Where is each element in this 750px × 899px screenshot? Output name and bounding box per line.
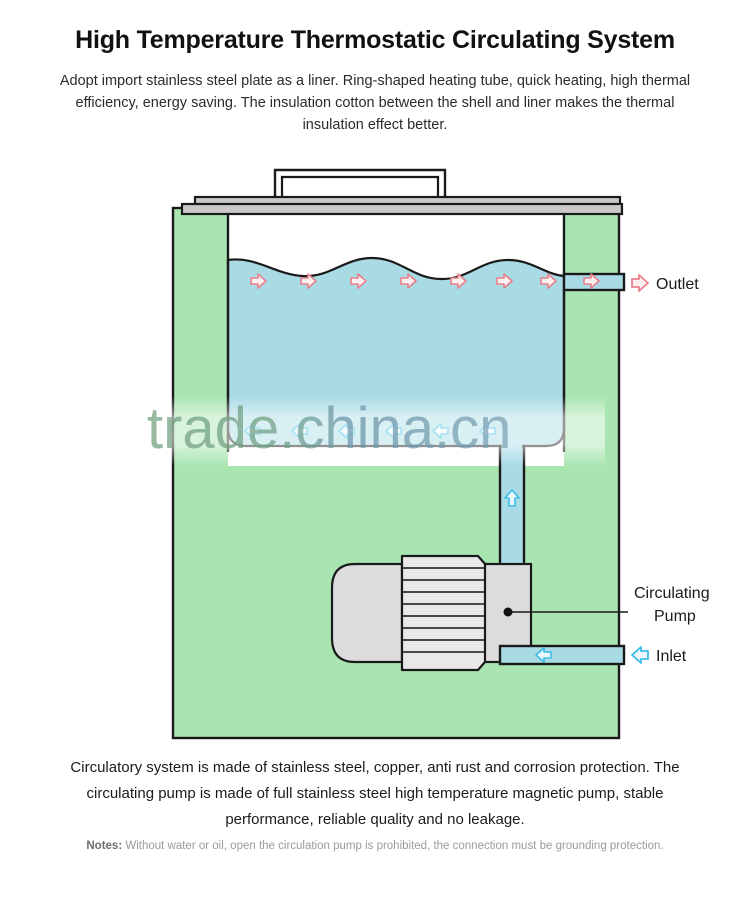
pump-motor-fin-barrel: [400, 554, 487, 672]
pump-motor-fins: [403, 567, 484, 653]
riser-pipe-join: [502, 442, 522, 452]
footer-paragraph: Circulatory system is made of stainless …: [70, 759, 680, 828]
water-body: [226, 256, 566, 448]
inlet-label: Inlet: [656, 648, 687, 665]
notes-text: Without water or oil, open the circulati…: [125, 840, 664, 852]
notes-line: Notes: Without water or oil, open the ci…: [60, 838, 690, 854]
outlet-external-arrow: [631, 274, 649, 292]
page-title: High Temperature Thermostatic Circulatin…: [75, 26, 675, 54]
pump-motor-rear-cap: [330, 562, 404, 664]
pump-label-line1: Circulating: [634, 585, 710, 602]
lid-handle-inner: [280, 175, 440, 198]
notes-label: Notes:: [86, 840, 123, 852]
inlet-external-arrow: [631, 646, 649, 664]
outlet-label: Outlet: [656, 276, 699, 293]
inlet-pipe-box: [498, 644, 626, 666]
lid-plate-top-step: [180, 202, 624, 216]
intro-paragraph: Adopt import stainless steel plate as a …: [59, 73, 691, 133]
lid-handle-icon: [273, 168, 447, 198]
riser-pipe: [498, 444, 526, 582]
circulating-system-diagram: Outlet Inlet Circulating Pump: [140, 160, 750, 740]
pump-label-line2: Pump: [654, 608, 696, 625]
